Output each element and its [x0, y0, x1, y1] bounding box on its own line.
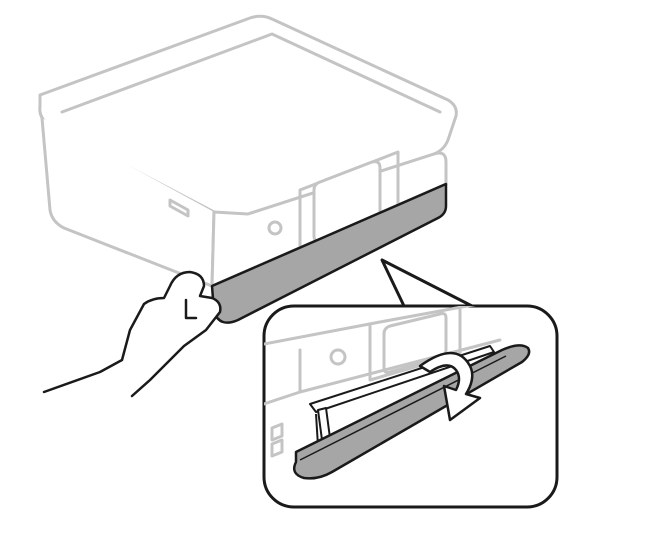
zoom-lcd-screen [382, 312, 448, 374]
zoom-slot-b [270, 438, 284, 458]
zoom-callout [262, 258, 559, 509]
printer-lid-groove [60, 32, 442, 114]
zoom-slot-a [270, 422, 284, 442]
zoom-lcd-bezel [368, 306, 462, 382]
hand-outline [42, 270, 222, 398]
zoom-inner-rail [298, 338, 502, 394]
zoom-power-button [329, 348, 347, 366]
power-button [267, 220, 283, 236]
callout-pointer [380, 258, 474, 308]
front-cover-highlight [210, 182, 448, 324]
zoom-front-top-edge [264, 306, 557, 346]
curved-arrow-icon [418, 351, 482, 422]
printer-left-side [40, 116, 216, 288]
hand-finger-line [184, 298, 198, 320]
hand-icon [42, 270, 222, 398]
printer-icon [38, 14, 458, 288]
side-slot [168, 198, 190, 218]
